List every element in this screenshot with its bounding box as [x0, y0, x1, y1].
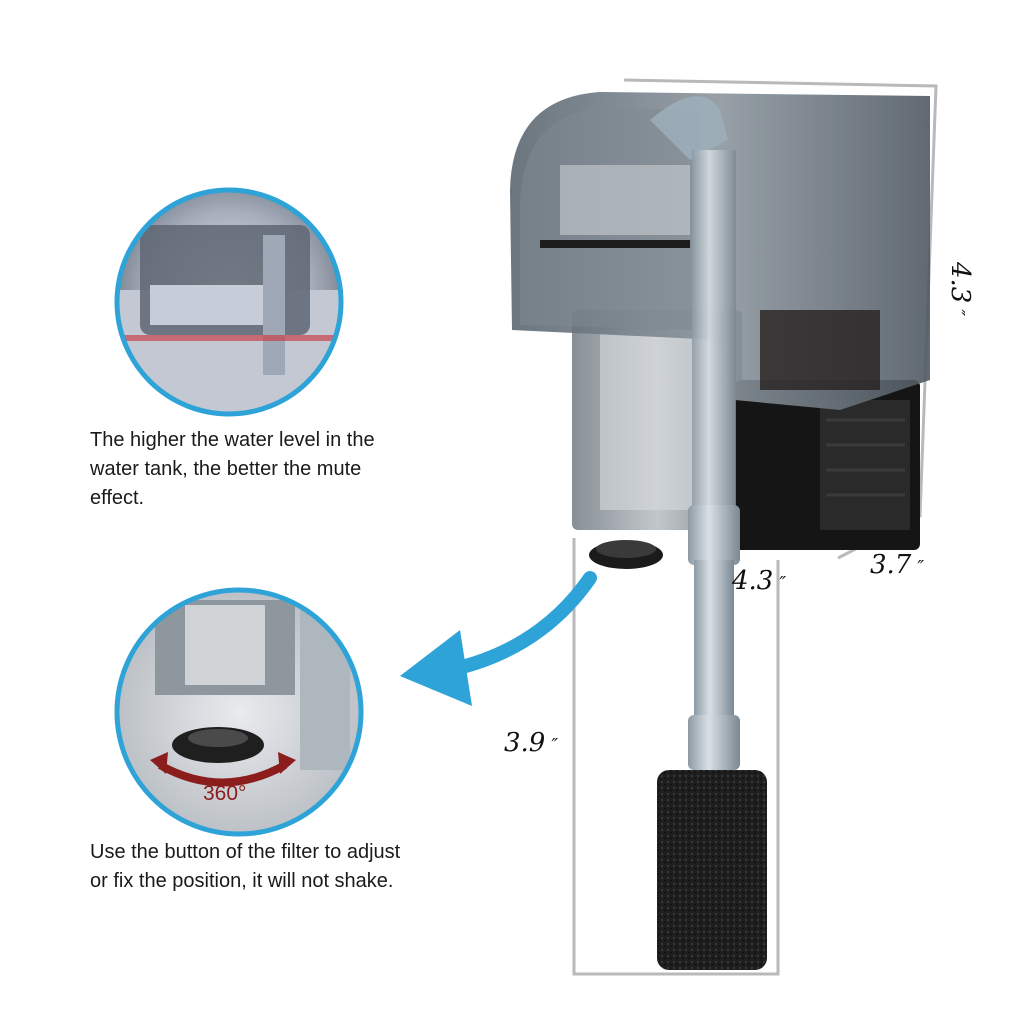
arrow-pointer-icon	[400, 571, 597, 706]
detail-photo-button	[114, 587, 364, 837]
pipe-value: 3.9	[504, 728, 546, 758]
depth-value: 3.7	[870, 550, 912, 580]
unit-mark: ″	[947, 309, 968, 316]
rotation-arrow-icon	[150, 752, 296, 787]
unit-mark: ″	[917, 557, 924, 578]
width-value: 4.3	[732, 566, 774, 596]
rotation-degree-label: 360°	[203, 782, 247, 805]
width-dimension: 4.3″	[732, 566, 786, 596]
button-caption: Use the button of the filter to adjust o…	[90, 841, 401, 892]
unit-mark: ″	[551, 735, 558, 756]
height-value: 4.3	[945, 262, 975, 304]
height-dimension: 4.3 ″	[945, 262, 975, 315]
filter-product	[510, 92, 930, 970]
unit-mark: ″	[779, 573, 786, 594]
detail-photo-water-level	[114, 187, 344, 417]
pipe-dimension: 3.9″	[504, 728, 558, 758]
depth-dimension: 3.7″	[870, 550, 924, 580]
water-level-caption: The higher the water level in the water …	[90, 429, 375, 509]
